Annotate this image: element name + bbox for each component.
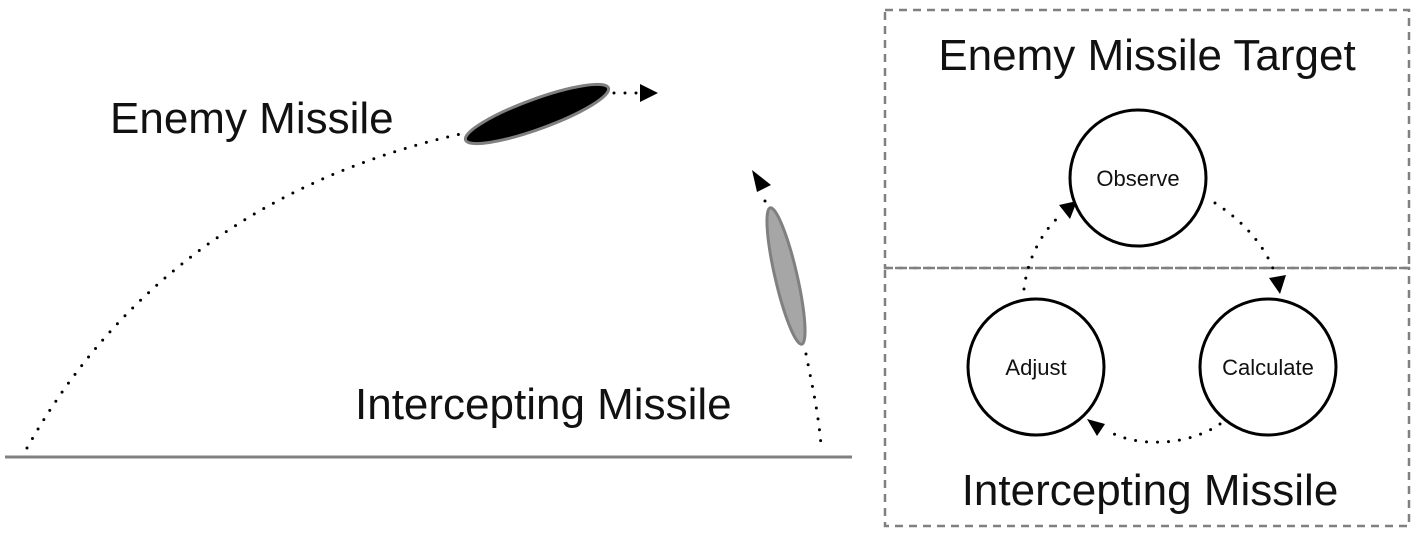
node-adjust-label: Adjust — [1005, 355, 1066, 380]
arrowhead-to-calculate-icon — [1269, 275, 1286, 294]
node-calculate-label: Calculate — [1222, 355, 1314, 380]
arrowhead-to-adjust-icon — [1087, 419, 1105, 436]
interceptor-trajectory — [804, 352, 823, 447]
node-adjust: Adjust — [966, 297, 1106, 437]
arrowhead-to-observe-icon — [1059, 201, 1077, 219]
node-observe: Observe — [1068, 108, 1208, 248]
enemy-arrowhead-icon — [640, 84, 658, 102]
intercepting-missile-icon — [765, 206, 807, 346]
intercepting-missile-label: Intercepting Missile — [355, 380, 732, 429]
interceptor-section-box — [883, 266, 1411, 528]
node-observe-label: Observe — [1096, 166, 1179, 191]
target-section-title: Enemy Missile Target — [938, 31, 1355, 80]
interceptor-section-title: Intercepting Missile — [962, 466, 1339, 515]
enemy-missile-icon — [463, 82, 611, 146]
edge-adjust-to-observe — [1022, 212, 1064, 291]
enemy-missile-label: Enemy Missile — [110, 94, 394, 143]
interceptor-arrowhead-icon — [752, 170, 771, 192]
target-section-box — [883, 8, 1411, 270]
edge-observe-to-calculate — [1213, 201, 1277, 277]
node-calculate: Calculate — [1198, 297, 1338, 437]
edge-calculate-to-adjust — [1108, 422, 1222, 444]
